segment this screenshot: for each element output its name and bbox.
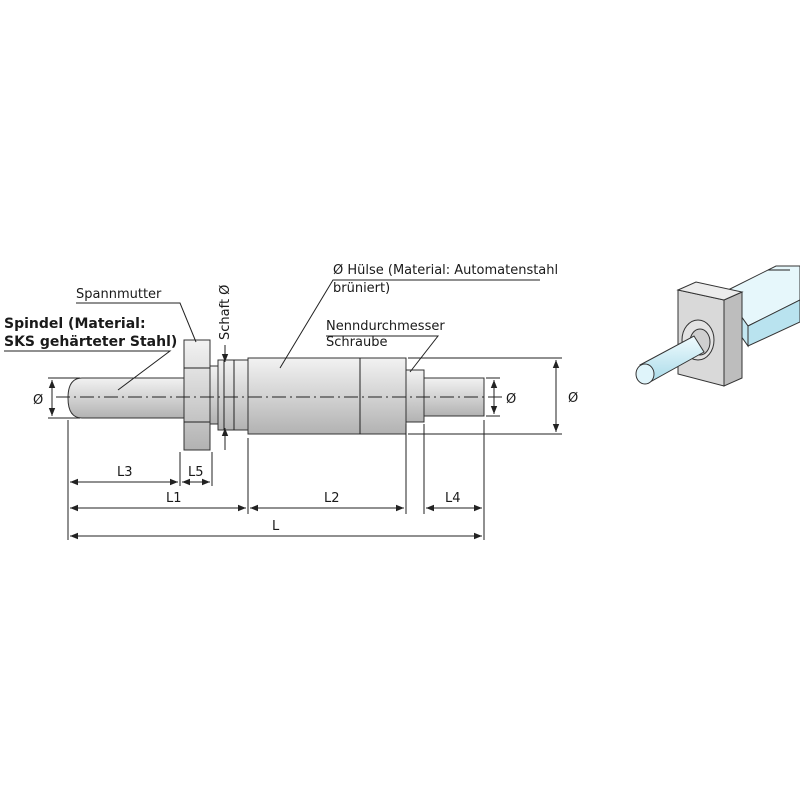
shaft-collar <box>209 365 219 425</box>
sleeve-body <box>247 357 407 435</box>
iso-plate-top <box>676 281 744 301</box>
dia-right-small-label: Ø <box>506 392 516 407</box>
l1-label: L1 <box>166 491 182 506</box>
iso-plate-side <box>723 291 743 387</box>
spannmutter-label: Spannmutter <box>76 287 162 302</box>
l2-label: L2 <box>324 491 340 506</box>
dia-right-large-label: Ø <box>568 391 578 406</box>
spindle-left <box>67 377 185 419</box>
iso-pin-end <box>635 363 655 385</box>
isometric-view <box>635 265 800 387</box>
huelse-label-2: brüniert) <box>333 281 390 296</box>
iso-shaft-side <box>747 299 800 347</box>
spindle-assembly <box>56 339 502 451</box>
labels: Spindel (Material: SKS gehärteter Stahl)… <box>4 263 558 450</box>
l5-label: L5 <box>188 465 204 480</box>
shaft-ring <box>217 359 249 431</box>
huelse-label-1: Ø Hülse (Material: Automatenstahl <box>333 263 558 278</box>
schaft-label: Schaft Ø <box>218 285 233 340</box>
clamp-nut <box>183 339 211 451</box>
nenn-label-1: Nenndurchmesser <box>326 319 445 334</box>
length-dimensions: L3 L5 L1 L2 L4 L <box>67 420 485 540</box>
dia-left-label: Ø <box>33 393 43 408</box>
spindel-label-2: SKS gehärteter Stahl) <box>4 334 177 350</box>
diameter-dimensions: Ø Ø Ø <box>33 357 578 435</box>
screw-step <box>405 369 425 423</box>
l3-label: L3 <box>117 465 133 480</box>
spindel-label-1: Spindel (Material: <box>4 316 146 332</box>
l-label: L <box>272 519 280 534</box>
nenn-label-2: Schraube <box>326 335 387 350</box>
l4-label: L4 <box>445 491 461 506</box>
